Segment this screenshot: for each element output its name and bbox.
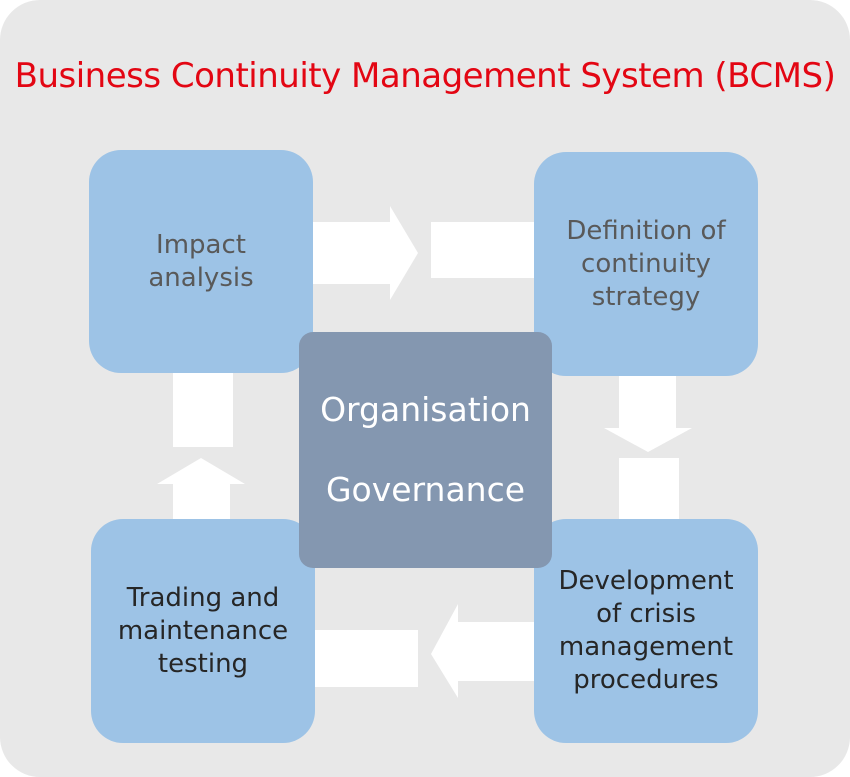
arrow-up-left-tail <box>173 373 233 447</box>
arrow-down-right <box>604 376 692 452</box>
arrow-up-left <box>157 458 245 519</box>
center-label-governance: Governance <box>325 470 526 509</box>
testing-box: Trading and maintenance testing <box>91 519 315 743</box>
organisation-governance-box: Organisation Governance <box>299 332 552 568</box>
impact-analysis-line-2: analysis <box>148 262 254 293</box>
impact-analysis-box: Impact analysis <box>89 150 313 373</box>
testing-line-1: Trading and <box>126 582 280 613</box>
arrow-right-top-tail <box>431 222 534 278</box>
arrow-left-bottom <box>431 604 534 698</box>
testing-line-3: testing <box>157 648 249 679</box>
continuity-strategy-line-2: continuity <box>581 248 711 279</box>
continuity-strategy-line-3: strategy <box>591 281 701 312</box>
crisis-procedures-line-1: Development <box>558 566 734 596</box>
crisis-procedures-line-4: procedures <box>573 665 719 695</box>
crisis-procedures-line-3: management <box>558 632 734 662</box>
diagram-title: Business Continuity Management System (B… <box>14 56 836 96</box>
arrow-left-bottom-tail <box>315 630 418 687</box>
arrow-down-right-tail <box>619 458 679 519</box>
crisis-procedures-line-2: of crisis <box>596 599 696 629</box>
center-label-organisation: Organisation <box>320 390 531 429</box>
testing-line-2: maintenance <box>117 615 289 646</box>
continuity-strategy-box: Definition of continuity strategy <box>534 152 758 376</box>
impact-analysis-line-1: Impact <box>156 229 246 260</box>
continuity-strategy-line-1: Definition of <box>566 215 726 246</box>
arrow-right-top <box>313 206 418 300</box>
crisis-procedures-box: Development of crisis management procedu… <box>534 519 758 743</box>
